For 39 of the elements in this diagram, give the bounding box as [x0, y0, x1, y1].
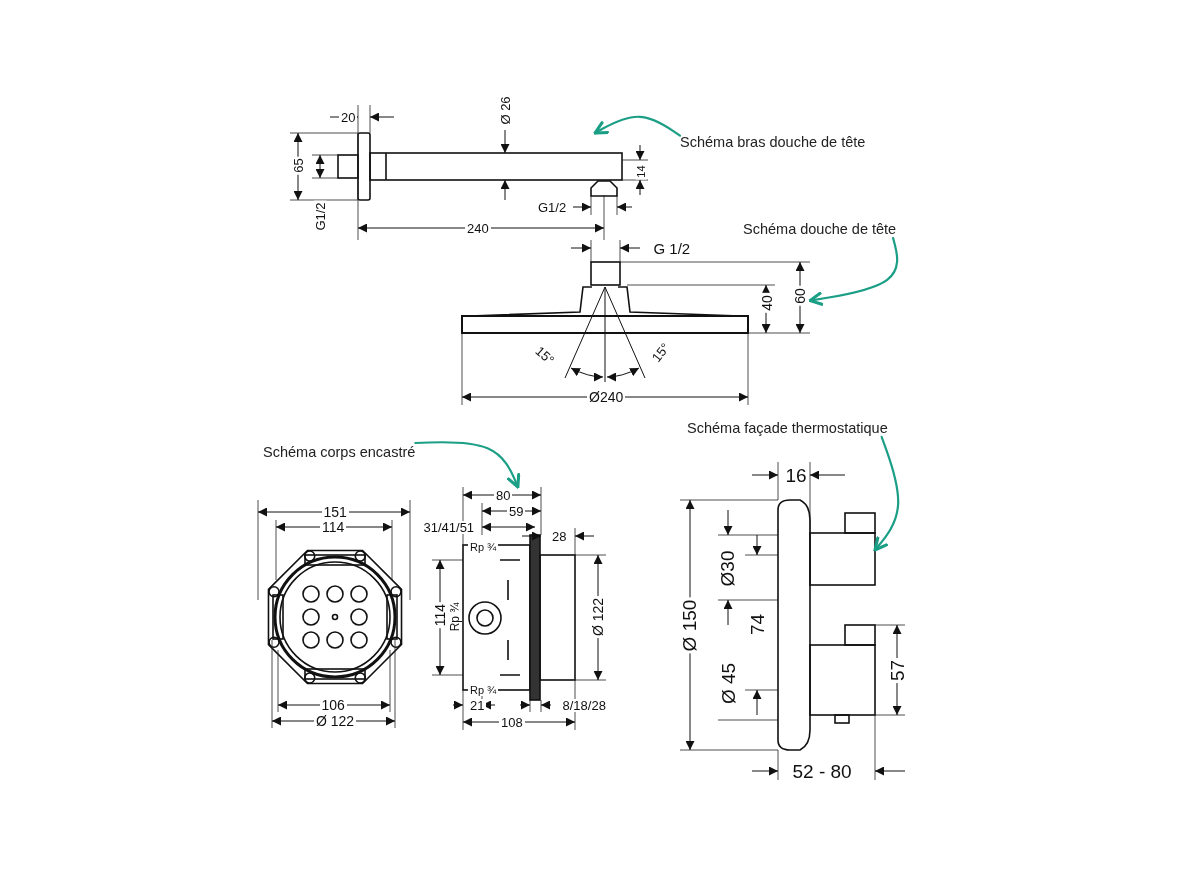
- dimension-label: Rp ¾: [468, 684, 499, 696]
- dimension-label: 114: [320, 520, 347, 534]
- dimension-label: 80: [494, 488, 513, 502]
- shower-arm-drawing: [337, 132, 623, 201]
- dimension-label: 114: [433, 601, 448, 629]
- thermostat-trim-drawing: [777, 499, 876, 751]
- shower-head-drawing: [461, 261, 811, 406]
- dimension-label: 40: [759, 293, 774, 313]
- dimension-label: 106: [319, 698, 347, 712]
- dimension-label: Ø 150: [680, 597, 700, 653]
- dimension-label: 240: [465, 221, 491, 235]
- dimension-label: Ø240: [587, 390, 626, 404]
- dimension-label: Rp ¾: [468, 541, 499, 553]
- dimension-label: 31/41/51: [421, 520, 477, 534]
- caption: Schéma douche de tête: [743, 220, 897, 238]
- dimension-label: 65: [291, 155, 305, 175]
- curved-arrow: [873, 435, 900, 552]
- dimension-label: Ø30: [718, 548, 738, 588]
- dimension-label: Ø 122: [591, 595, 606, 639]
- dimension-label: 108: [499, 715, 525, 729]
- curved-arrow: [593, 115, 682, 137]
- dimension-label: 151: [321, 505, 349, 519]
- dimension-label: G1/2: [536, 200, 569, 214]
- dimension-label: Rp ¾: [448, 600, 461, 634]
- dimension-label: G1/2: [313, 199, 327, 233]
- dimension-label: 59: [507, 504, 526, 518]
- caption: Schéma corps encastré: [263, 443, 416, 461]
- caption: Schéma façade thermostatique: [687, 419, 888, 437]
- dimension-label: 14: [635, 162, 647, 180]
- dimension-label: 20: [339, 110, 358, 124]
- dimension-label: Ø 122: [314, 714, 357, 728]
- dimension-label: 60: [792, 286, 807, 306]
- caption: Schéma bras douche de tête: [680, 133, 866, 151]
- curved-arrow: [808, 236, 899, 306]
- dimension-label: 21: [468, 698, 487, 712]
- dimension-label: 8/18/28: [560, 698, 608, 712]
- dimension-label: 28: [550, 529, 569, 543]
- dimension-label: G 1/2: [651, 240, 693, 256]
- curved-arrow: [414, 441, 521, 489]
